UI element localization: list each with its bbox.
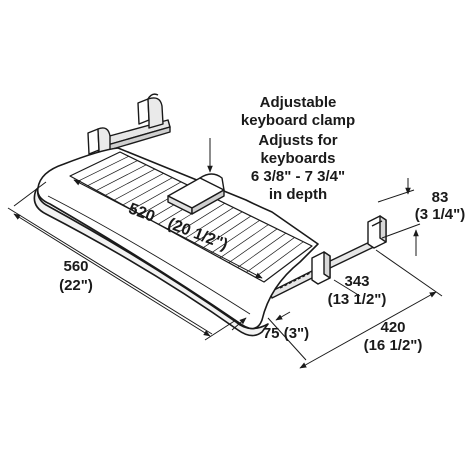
- callout-line-6: in depth: [269, 186, 327, 203]
- callout-text: Adjustable keyboard clamp Adjusts for ke…: [241, 94, 355, 203]
- dim-83-inch: (3 1/4"): [415, 206, 465, 223]
- callout-line-2: keyboard clamp: [241, 112, 355, 129]
- dimension-420: 420 (16 1/2"): [364, 319, 423, 354]
- dim-560-mm: 560: [63, 258, 88, 275]
- callout-line-1: Adjustable: [260, 94, 337, 111]
- ridge-line: [78, 155, 129, 182]
- dim-83-mm: 83: [432, 189, 449, 206]
- callout-line-4: keyboards: [260, 150, 335, 167]
- dimension-343: 343 (13 1/2"): [328, 273, 387, 308]
- callout-line-5: 6 3/8" - 7 3/4": [251, 168, 345, 185]
- dim-420-inch: (16 1/2"): [364, 337, 423, 354]
- rear-bracket-left: [137, 93, 164, 129]
- front-bracket-left: [311, 251, 331, 285]
- dimension-lines: [7, 138, 443, 369]
- front-bracket-right: [367, 215, 387, 249]
- dim-75: 75 (3"): [263, 325, 309, 342]
- dimension-75: 75 (3"): [263, 325, 309, 342]
- dim-343-inch: (13 1/2"): [328, 291, 387, 308]
- callout-line-3: Adjusts for: [258, 132, 337, 149]
- ridge-line: [254, 241, 304, 278]
- dimension-83: 83 (3 1/4"): [415, 189, 465, 223]
- dim-420-mm: 420: [380, 319, 405, 336]
- dimension-560: 560 (22"): [59, 258, 93, 294]
- dim-343-mm: 343: [344, 273, 369, 290]
- dim-560-inch: (22"): [59, 277, 93, 294]
